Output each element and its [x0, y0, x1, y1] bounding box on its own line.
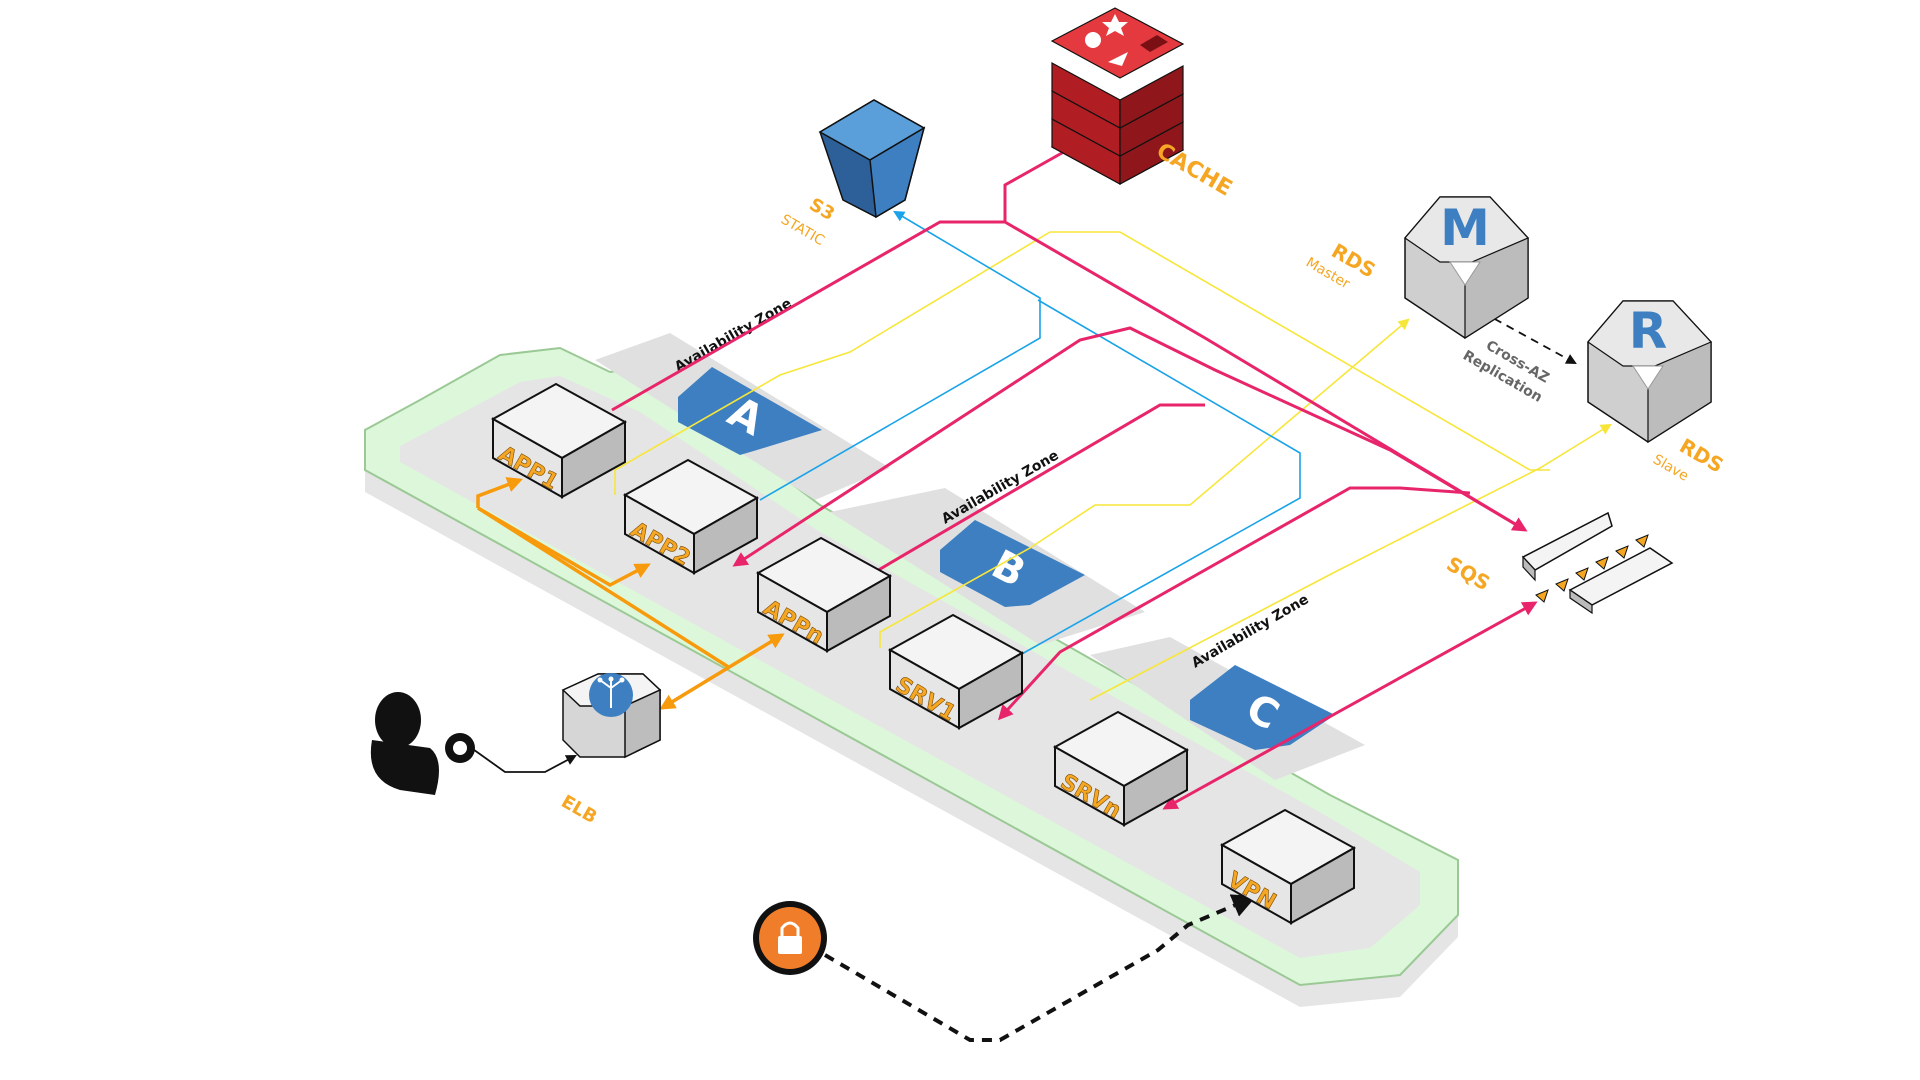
- zone-badge-a: A: [678, 367, 822, 455]
- sqs-title: SQS: [1443, 552, 1495, 596]
- s3-bucket-icon: [818, 99, 926, 219]
- flows-pink: [611, 138, 1538, 810]
- az-label-c: Availability Zone: [1189, 591, 1312, 671]
- rds-slave-icon: R: [1587, 300, 1712, 444]
- cache-stack-icon: [1050, 7, 1185, 186]
- appn-server[interactable]: APPn: [755, 536, 893, 653]
- flows-blue: [759, 210, 1301, 656]
- sqs-queue-icon: [1521, 511, 1674, 615]
- user-icon: [370, 692, 439, 795]
- rds-slave-letter: R: [1629, 302, 1668, 360]
- cache-title: CACHE: [1152, 139, 1236, 202]
- az-label-b: Availability Zone: [939, 447, 1062, 527]
- rds-master-icon: M: [1404, 196, 1529, 340]
- vpn-server[interactable]: VPN: [1219, 808, 1357, 925]
- flows-black: [469, 311, 1577, 1042]
- s3-title: S3: [806, 194, 839, 225]
- elb-node[interactable]: ELB: [558, 673, 662, 828]
- elb-label: ELB: [558, 791, 601, 828]
- lock-icon: [753, 901, 827, 975]
- flows-orange: [476, 477, 785, 710]
- elb-branch-icon: [589, 673, 633, 717]
- key-icon: [445, 733, 475, 763]
- rds-master-letter: M: [1440, 199, 1490, 257]
